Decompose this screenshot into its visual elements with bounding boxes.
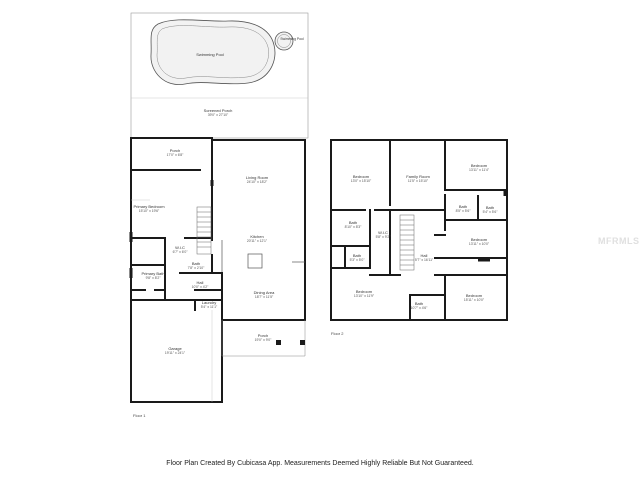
stairs-floor-2 — [399, 214, 415, 271]
floor-2-walls — [330, 139, 508, 321]
column — [276, 340, 281, 345]
room-label: Swimming Pool — [196, 52, 224, 57]
floor-2-label: Floor 2 — [331, 331, 344, 336]
swimming-pool-shape — [150, 19, 276, 85]
floor-1-walls — [130, 137, 306, 403]
screened-porch-outline — [130, 12, 309, 139]
watermark: MFRMLS — [598, 236, 640, 246]
room-label: Swimming Pool — [280, 37, 304, 41]
stairs-floor-1 — [196, 206, 212, 255]
disclaimer-text: Floor Plan Created By Cubicasa App. Meas… — [166, 460, 474, 467]
column — [300, 340, 305, 345]
kitchen-island — [247, 253, 263, 269]
floor-1-label: Floor 1 — [133, 413, 146, 418]
